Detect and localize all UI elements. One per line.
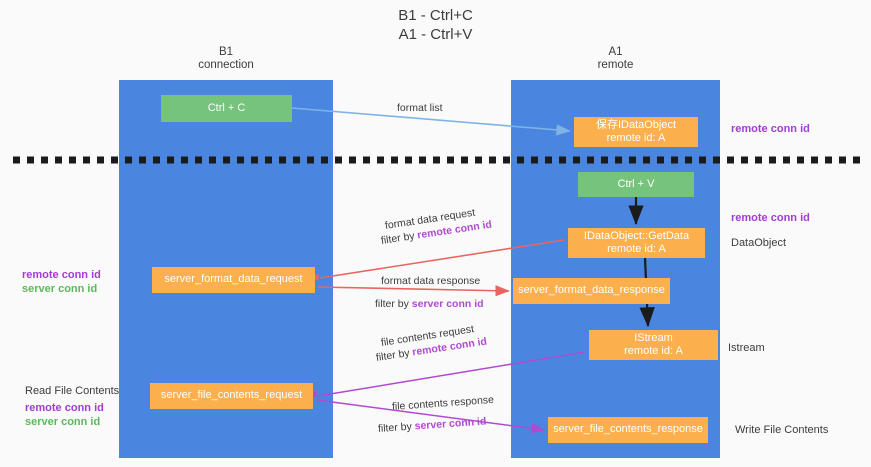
edge-label-file-contents-response-filter: filter by server conn id [378, 414, 487, 436]
diagram-title-line1: B1 - Ctrl+C [398, 7, 473, 24]
edge-label-format-data-response-filter-key: server conn id [411, 298, 484, 310]
annotation-remote-conn-id-top: remote conn id [731, 123, 810, 135]
annotation-write-file-contents: Write File Contents [735, 424, 829, 436]
annotation-left-server-conn-id-mid: server conn id [22, 283, 98, 295]
node-ctrl-v[interactable]: Ctrl + V [578, 172, 694, 197]
annotation-remote-conn-id-mid: remote conn id [731, 212, 810, 224]
swimlane-a1-subtitle: remote [597, 59, 634, 71]
edge-label-format-data-response-filter-prefix: filter by [375, 298, 412, 310]
node-server-format-data-request-label: server_format_data_request [164, 273, 303, 286]
node-server-file-contents-response-label: server_file_contents_response [553, 423, 703, 436]
diagram-title: B1 - Ctrl+C A1 - Ctrl+V [0, 6, 871, 44]
annotation-left-remote-conn-id-bottom: remote conn id [25, 402, 104, 414]
diagram-title-line2: A1 - Ctrl+V [398, 26, 473, 43]
edge-label-file-contents-request-filter-prefix: filter by [375, 346, 414, 364]
node-save-idataobject[interactable]: 保存IDataObject remote id: A [574, 117, 698, 147]
annotation-istream: Istream [728, 342, 765, 354]
node-server-format-data-response[interactable]: server_format_data_response [513, 278, 670, 304]
swimlane-a1-name: A1 [608, 46, 623, 58]
node-ctrl-c-label: Ctrl + C [207, 101, 246, 114]
swimlane-a1-header: A1 remote [511, 46, 720, 72]
annotation-left-remote-conn-id-mid: remote conn id [22, 269, 101, 281]
node-server-format-data-request[interactable]: server_format_data_request [152, 267, 315, 293]
annotation-left-conn-ids-bottom: remote conn id server conn id [25, 401, 104, 429]
node-istream-line1: IStream [634, 331, 673, 344]
node-server-format-data-response-label: server_format_data_response [518, 284, 665, 297]
edge-label-format-data-response: format data response [381, 275, 481, 287]
edge-label-format-data-response-filter: filter by server conn id [375, 297, 484, 311]
edge-label-format-list: format list [397, 102, 443, 114]
node-ctrl-c[interactable]: Ctrl + C [161, 95, 292, 122]
annotation-dataobject: DataObject [731, 237, 787, 249]
node-server-file-contents-response[interactable]: server_file_contents_response [548, 417, 708, 443]
edge-label-format-data-request-filter-prefix: filter by [380, 229, 419, 247]
node-save-idataobject-line2: remote id: A [606, 132, 666, 144]
node-save-idataobject-line1: 保存IDataObject [595, 118, 677, 131]
node-istream-line2: remote id: A [624, 345, 683, 357]
annotation-left-server-conn-id-bottom: server conn id [25, 416, 101, 428]
node-idataobject-getdata[interactable]: IDataObject::GetData remote id: A [568, 228, 705, 258]
swimlane-b1-header: B1 connection [119, 46, 333, 72]
node-istream[interactable]: IStream remote id: A [589, 330, 718, 360]
edge-label-file-contents-response-filter-key: server conn id [414, 415, 487, 433]
swimlane-b1-subtitle: connection [198, 59, 254, 71]
node-idataobject-getdata-line1: IDataObject::GetData [583, 229, 690, 242]
node-ctrl-v-label: Ctrl + V [617, 177, 655, 190]
node-idataobject-getdata-line2: remote id: A [607, 243, 666, 255]
edge-label-file-contents-response-filter-prefix: filter by [377, 420, 416, 435]
node-server-file-contents-request-label: server_file_contents_request [160, 389, 303, 402]
swimlane-b1-name: B1 [218, 46, 234, 58]
annotation-left-conn-ids-mid: remote conn id server conn id [22, 268, 101, 296]
node-server-file-contents-request[interactable]: server_file_contents_request [150, 383, 313, 409]
annotation-read-file-contents: Read File Contents [25, 385, 120, 397]
edge-label-file-contents-response: file contents response [391, 393, 495, 413]
